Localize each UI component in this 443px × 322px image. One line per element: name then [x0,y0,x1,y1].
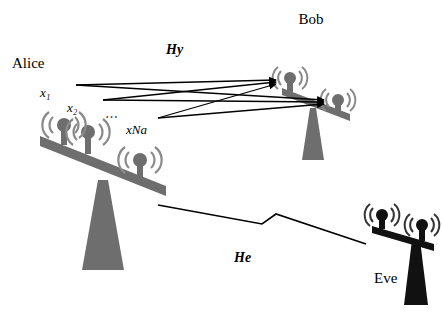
eve-tower [365,204,440,305]
station-name: Bob [298,11,323,28]
station-box: Bob [276,8,346,158]
signal-label: x₂ [67,101,77,115]
signal-label: x₁ [40,86,50,100]
channel-label: He [232,250,253,265]
wireless-link [158,205,366,244]
bob-tower [273,67,356,160]
alice-tower [40,112,166,270]
channel-arrow [158,84,276,118]
channel-label: Hy [164,42,185,57]
station-name: Alice [12,55,44,72]
station-box: Alice [8,52,158,274]
station-name: Eve [374,270,397,287]
signal-label: xNa [126,123,147,137]
station-box: Eve [366,205,438,305]
ellipsis: ⋯ [104,110,117,124]
